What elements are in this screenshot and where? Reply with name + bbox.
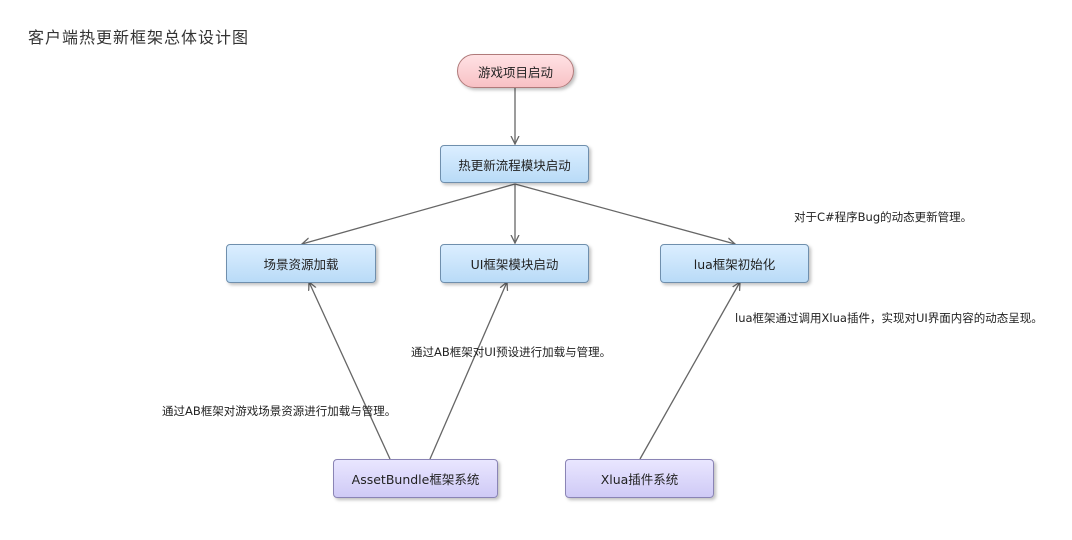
assetbundle-node: AssetBundle框架系统	[333, 459, 498, 498]
edge-hotupdate-lua	[514, 183, 735, 244]
note-ui: 通过AB框架对UI预设进行加载与管理。	[411, 345, 612, 359]
xlua-node: Xlua插件系统	[565, 459, 714, 498]
note-csharp: 对于C#程序Bug的动态更新管理。	[794, 210, 973, 224]
hotupdate-node: 热更新流程模块启动	[440, 145, 589, 183]
note-scene: 通过AB框架对游戏场景资源进行加载与管理。	[162, 404, 397, 418]
ui-framework-node: UI框架模块启动	[440, 244, 589, 283]
page-title: 客户端热更新框架总体设计图	[28, 28, 250, 47]
lua-framework-node: lua框架初始化	[660, 244, 809, 283]
edge-hotupdate-scene	[302, 183, 516, 244]
start-node: 游戏项目启动	[457, 54, 574, 88]
note-lua: lua框架通过调用Xlua插件，实现对UI界面内容的动态呈现。	[735, 311, 1043, 325]
scene-load-node: 场景资源加载	[226, 244, 376, 283]
edge-xlua-lua	[639, 282, 740, 460]
edge-assetbundle-scene	[309, 282, 391, 460]
edge-assetbundle-ui	[429, 282, 507, 460]
